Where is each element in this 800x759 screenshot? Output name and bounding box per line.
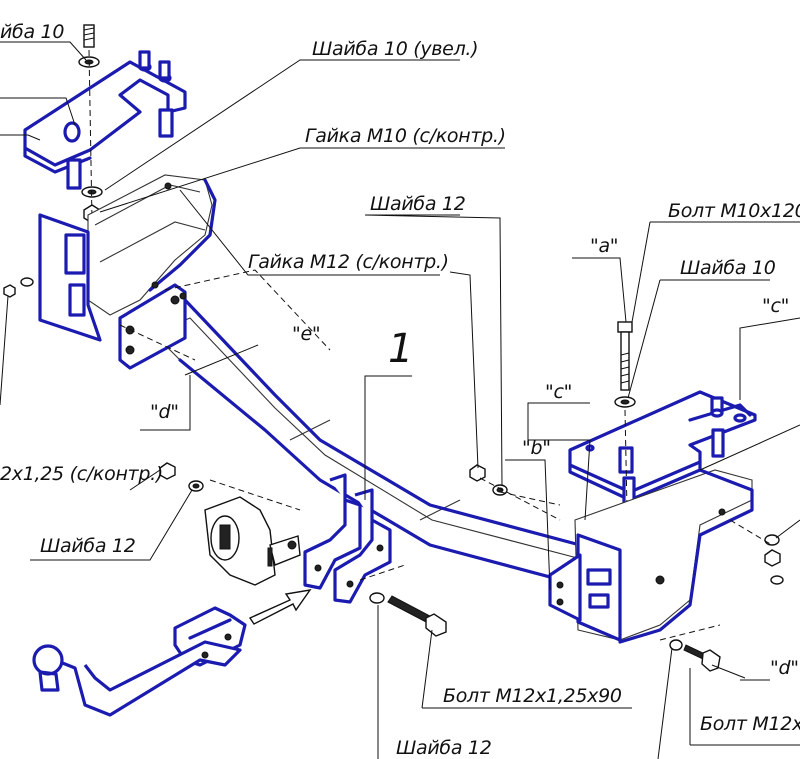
left-top-plate	[23, 50, 187, 190]
label-mark-c-right: "с"	[762, 295, 789, 317]
hardware-bolt-m12x125x90	[369, 592, 447, 637]
assembly-direction-arrow	[248, 589, 312, 625]
label-bolt-m12x125x90: Болт М12х1,25х90	[443, 685, 622, 707]
right-top-plate	[568, 390, 757, 506]
tow-ball-arm	[32, 606, 247, 717]
label-washer12-mid: Шайба 12	[370, 193, 466, 215]
hardware-bolt-right-bottom	[669, 639, 721, 672]
label-washer10-top: йба 10	[0, 21, 64, 43]
leader-lines	[0, 41, 800, 759]
right-bolt-m10x120	[614, 321, 636, 561]
label-washer12-bottom: Шайба 12	[396, 737, 492, 759]
label-nut-m12: Гайка М12 (с/контр.)	[248, 251, 449, 273]
label-mark-d-right: "d"	[770, 657, 799, 679]
label-nut-m10: Гайка М10 (с/контр.)	[305, 125, 506, 147]
label-part-number: 1	[388, 326, 413, 372]
label-washer10-right: Шайба 10	[680, 257, 776, 279]
label-mark-c-mid: "с"	[545, 381, 572, 403]
hardware-left-nut-washer	[3, 277, 204, 492]
label-nut-left-cut: 2х1,25 (с/контр.)	[0, 463, 163, 485]
left-side-bracket	[38, 174, 217, 342]
right-side-bracket	[548, 468, 754, 644]
label-mark-e: "е"	[292, 323, 320, 345]
center-ball-mount-plates	[303, 473, 392, 604]
label-bolt-m12-right-cut: Болт М12х4	[700, 713, 800, 735]
diagram-labels: йба 10 Шайба 10 (увел.) Гайка М10 (с/кон…	[0, 21, 800, 759]
label-washer10-enlarged: Шайба 10 (увел.)	[312, 38, 478, 60]
label-bolt-m10x120: Болт М10х120	[668, 200, 800, 222]
label-washer12-left: Шайба 12	[40, 535, 136, 557]
assembly-dashed-lines	[119, 269, 773, 641]
main-cross-beam	[118, 281, 601, 587]
electrical-socket-holder	[204, 496, 301, 586]
hardware-mid-nut-washer	[469, 464, 508, 496]
label-mark-d-left: "d"	[150, 401, 179, 423]
label-mark-b: "b"	[522, 437, 551, 459]
label-mark-a: "а"	[590, 235, 618, 257]
